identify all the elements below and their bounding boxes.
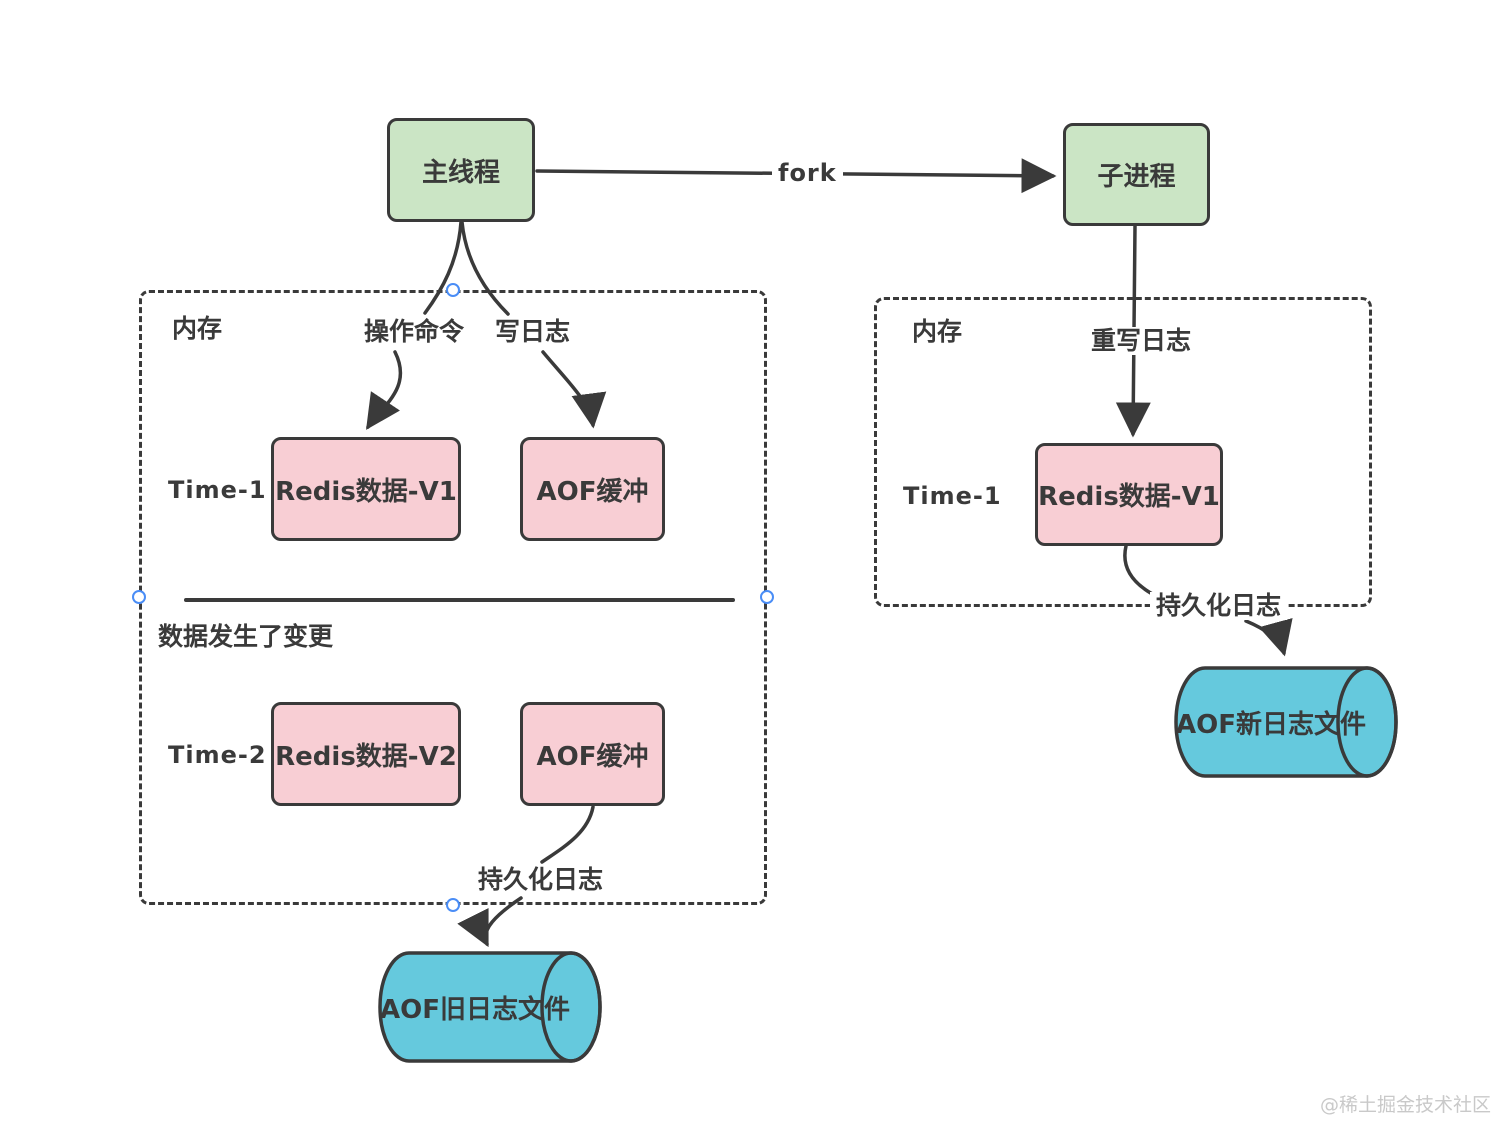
write-log-arrow (541, 350, 607, 429)
aof-old-log-file-label: AOF旧日志文件 (380, 994, 570, 1025)
cylinder-shape (1174, 666, 1398, 778)
persist-right-arrow (1244, 617, 1293, 657)
redis-data-v1-left-label: Redis数据-V1 (275, 476, 457, 507)
fork-label: fork (772, 160, 843, 186)
right-memory-label: 内存 (912, 317, 963, 346)
write-log-label: 写日志 (495, 317, 571, 346)
left-memory-region (139, 290, 767, 905)
aof-old-log-file-node: AOF旧日志文件 (377, 950, 603, 1064)
main-thread-label: 主线程 (421, 157, 500, 188)
aof-buffer-time2-label: AOF缓冲 (536, 741, 649, 772)
aof-buffer-time1-label: AOF缓冲 (536, 476, 649, 507)
main-thread-node: 主线程 (387, 118, 535, 222)
aof-buffer-time2-node: AOF缓冲 (520, 702, 665, 806)
redis-data-v1-right-node: Redis数据-V1 (1035, 443, 1223, 546)
selection-handle-left (132, 590, 146, 604)
rewrite-log-label: 重写日志 (1085, 327, 1198, 355)
right-time1-label: Time-1 (903, 482, 1002, 510)
selection-handle-bottom (446, 898, 460, 912)
cylinder-shape (378, 951, 602, 1063)
aof-buffer-time1-node: AOF缓冲 (520, 437, 665, 541)
child-process-node: 子进程 (1063, 123, 1210, 226)
selection-handle-right (760, 590, 774, 604)
left-time2-label: Time-2 (168, 741, 267, 769)
redis-data-v2-node: Redis数据-V2 (271, 702, 461, 806)
persist-right-label: 持久化日志 (1150, 592, 1288, 620)
left-memory-label: 内存 (172, 314, 223, 343)
redis-data-v1-right-label: Redis数据-V1 (1038, 482, 1220, 512)
right-memory-region (874, 297, 1372, 607)
watermark-text: @稀土掘金技术社区 (1320, 1094, 1492, 1116)
redis-data-v2-label: Redis数据-V2 (275, 741, 457, 772)
aof-new-log-file-node: AOF新日志文件 (1173, 665, 1399, 779)
persist-left-line (540, 805, 595, 864)
cmd-label: 操作命令 (364, 317, 465, 346)
redis-data-v1-left-node: Redis数据-V1 (271, 437, 461, 541)
cmd-arrow (366, 350, 403, 430)
data-changed-label: 数据发生了变更 (158, 622, 334, 651)
split-left-line (423, 220, 463, 315)
persist-left-label: 持久化日志 (478, 865, 604, 894)
split-right-line (460, 220, 510, 316)
child-process-label: 子进程 (1097, 162, 1176, 192)
selection-handle-top (446, 283, 460, 297)
aof-new-log-file-label: AOF新日志文件 (1176, 709, 1366, 740)
left-time1-label: Time-1 (168, 476, 267, 504)
